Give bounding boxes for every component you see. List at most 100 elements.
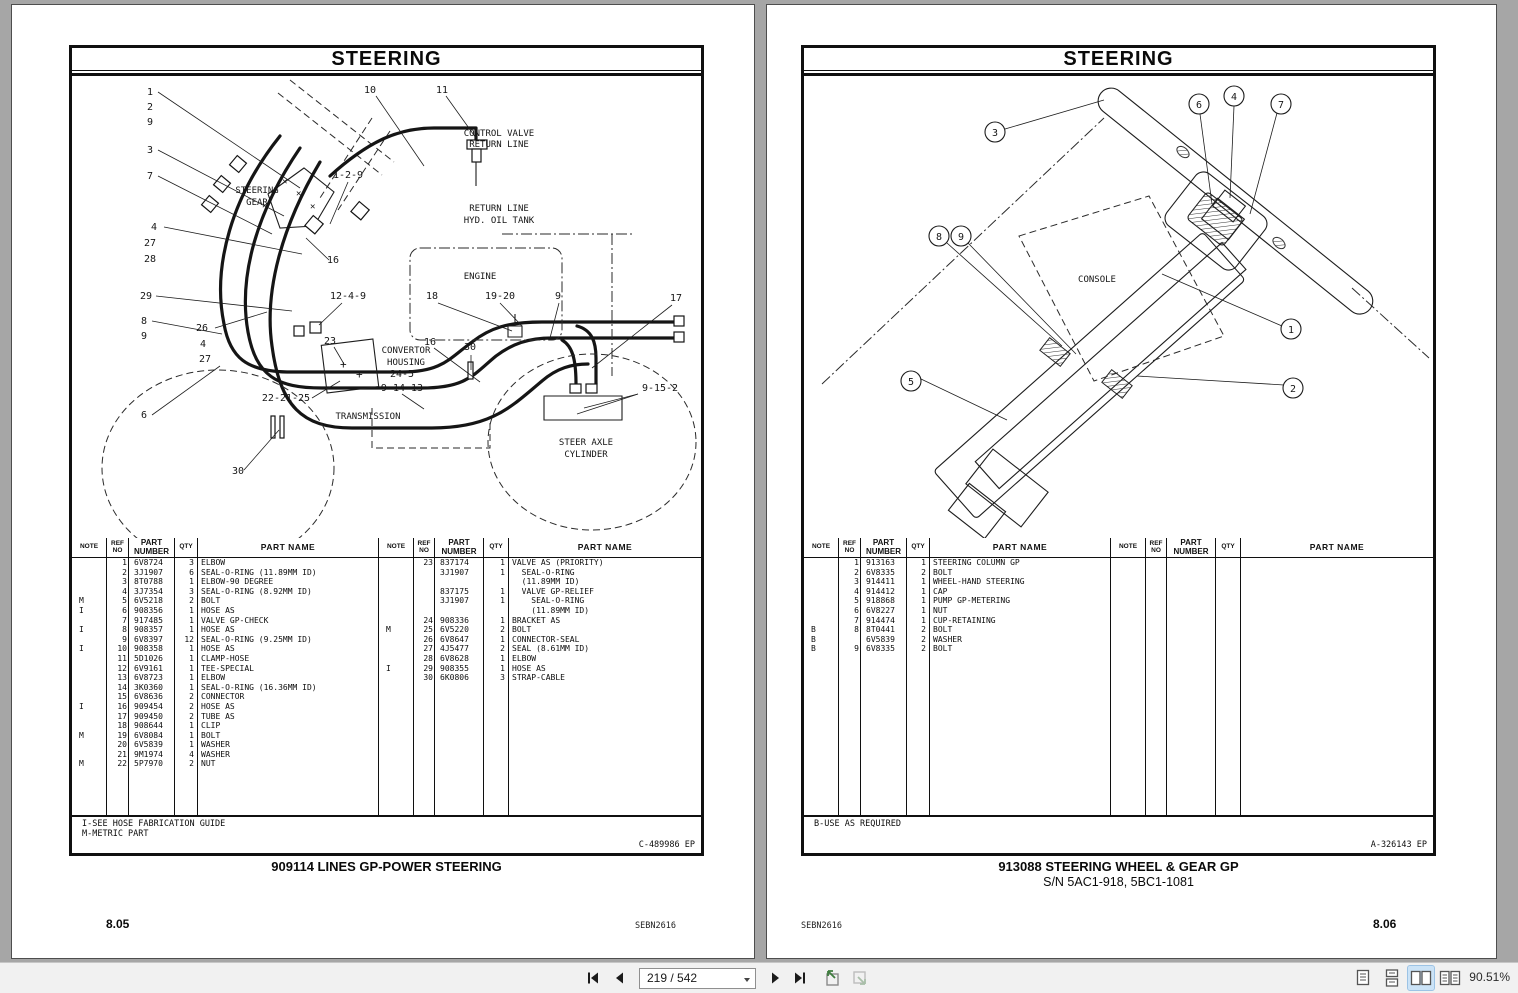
footnote-line: M-METRIC PART xyxy=(82,828,149,839)
qty-cell: 1 xyxy=(189,721,194,731)
ref-cell xyxy=(414,606,435,616)
part-name-cell: CLIP xyxy=(201,721,221,731)
note-cell xyxy=(804,558,839,568)
page-history-back-icon[interactable] xyxy=(820,966,844,990)
part-name-cell: ELBOW xyxy=(201,673,226,683)
ref-cell: 16 xyxy=(117,701,127,711)
last-page-button[interactable] xyxy=(788,966,812,990)
qty-cell xyxy=(483,606,508,616)
callout-2: 2 xyxy=(1282,377,1304,399)
first-page-button[interactable] xyxy=(581,966,605,990)
ref-cell xyxy=(414,577,435,587)
svg-text:23: 23 xyxy=(324,336,336,347)
qty-cell: 2 xyxy=(921,567,926,577)
single-page-view-icon[interactable] xyxy=(1350,966,1376,990)
page-number-input[interactable]: 219 / 542 xyxy=(639,967,756,989)
svg-text:+: + xyxy=(340,358,347,371)
page-history-forward-icon[interactable] xyxy=(848,966,872,990)
facing-view-icon[interactable] xyxy=(1407,965,1435,991)
svg-text:28: 28 xyxy=(144,254,156,265)
part-name-cell: NUT xyxy=(201,759,216,769)
svg-text:26: 26 xyxy=(196,323,208,334)
qty-cell: 12 xyxy=(184,634,194,644)
ref-cell: 17 xyxy=(117,711,127,721)
svg-text:4: 4 xyxy=(1231,92,1237,103)
part-name-cell: WASHER xyxy=(201,740,230,750)
svg-text:3: 3 xyxy=(992,128,998,139)
part-number-cell: 908358 xyxy=(134,644,163,654)
part-number-cell: 6V5839 xyxy=(866,634,895,644)
part-number-cell: 917485 xyxy=(134,615,163,625)
qty-cell: 2 xyxy=(500,625,505,635)
note-cell xyxy=(72,740,107,750)
ref-cell: 8 xyxy=(122,625,127,635)
part-number-cell: 6K0806 xyxy=(440,673,469,683)
qty-cell xyxy=(483,577,508,587)
note-cell xyxy=(379,596,414,606)
continuous-view-icon[interactable] xyxy=(1379,966,1405,990)
svg-text:3: 3 xyxy=(147,145,153,156)
ref-cell: 19 xyxy=(117,730,127,740)
col-header-note: NOTE xyxy=(386,543,406,551)
part-name-cell: VALVE AS (PRIORITY) xyxy=(512,558,604,567)
part-number-cell: 908355 xyxy=(440,663,469,673)
part-number-cell: 6V5839 xyxy=(134,740,163,750)
part-name-cell: HOSE AS xyxy=(201,605,235,615)
ref-cell: 6 xyxy=(122,605,127,615)
part-number-cell: 3J1907 xyxy=(440,596,469,606)
part-number-cell: 6V8397 xyxy=(134,634,163,644)
book-view-icon[interactable] xyxy=(1437,966,1463,990)
part-number-cell: 6V8628 xyxy=(440,653,469,663)
col-header-part: PART NUMBER xyxy=(865,538,902,556)
qty-cell: 1 xyxy=(189,653,194,663)
note-cell: I xyxy=(79,605,84,615)
svg-text:4: 4 xyxy=(151,222,157,233)
ref-cell: 1 xyxy=(854,558,859,567)
part-number-cell: 3J7354 xyxy=(134,586,163,596)
col-header-name: PART NAME xyxy=(577,542,633,553)
part-name-cell: ELBOW xyxy=(201,558,226,567)
note-cell xyxy=(379,606,414,616)
part-number-cell xyxy=(435,606,483,616)
col-header-part: PART NUMBER xyxy=(133,538,170,556)
part-number-cell: 909454 xyxy=(134,701,163,711)
ref-cell: 23 xyxy=(423,558,433,567)
col-header-qty: QTY xyxy=(489,543,503,551)
ref-cell: 26 xyxy=(423,634,433,644)
svg-text:4: 4 xyxy=(200,339,206,350)
qty-cell: 1 xyxy=(921,596,926,606)
svg-text:1: 1 xyxy=(147,87,153,98)
part-number-cell: 914412 xyxy=(866,586,895,596)
table-footnotes: B-USE AS REQUIRED A-326143 EP xyxy=(804,815,1433,853)
ref-cell xyxy=(414,587,435,597)
part-number-cell: 913163 xyxy=(866,558,895,567)
note-cell: I xyxy=(79,644,84,654)
part-name-cell: SEAL (8.61MM ID) xyxy=(512,644,590,654)
ref-cell: 18 xyxy=(117,721,127,731)
qty-cell: 6 xyxy=(189,567,194,577)
ref-cell: 15 xyxy=(117,692,127,702)
part-number-cell: 6V8335 xyxy=(866,567,895,577)
qty-cell: 1 xyxy=(500,653,505,663)
svg-text:30: 30 xyxy=(232,466,244,477)
part-name-cell: SEAL-O-RING (11.89MM ID) xyxy=(201,567,317,577)
manual-page-right: STEERING xyxy=(766,4,1497,959)
col-header-note: NOTE xyxy=(811,543,831,551)
ref-cell: 11 xyxy=(117,653,127,663)
next-page-button[interactable] xyxy=(764,966,788,990)
svg-text:✕: ✕ xyxy=(310,202,315,212)
previous-page-button[interactable] xyxy=(607,966,631,990)
note-cell: M xyxy=(79,596,84,606)
